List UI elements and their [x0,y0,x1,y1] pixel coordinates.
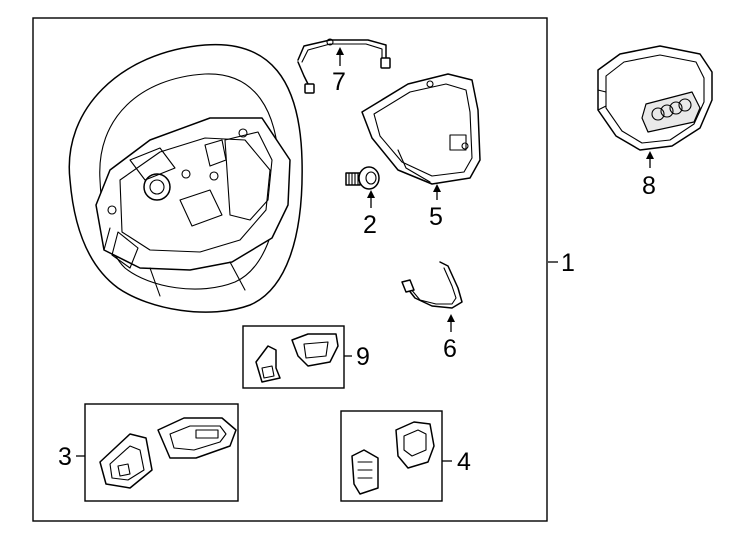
part-9-box [242,325,345,389]
part-2-bolt [345,166,380,190]
part-3-switch-parts [99,417,237,489]
leader-lines [76,47,654,462]
callout-5: 5 [429,203,443,231]
part-8-airbag-module [597,45,713,151]
callout-4: 4 [457,448,471,476]
callout-2: 2 [363,211,377,239]
callout-3: 3 [58,443,72,471]
callout-6: 6 [443,335,457,363]
part-7-wire-harness [297,38,391,94]
part-9-switch-parts [255,333,339,383]
callout-9: 9 [356,343,370,371]
steering-wheel-illustration [68,43,303,313]
callout-7: 7 [332,68,346,96]
part-4-box [340,410,443,502]
assembly-frame [32,17,548,522]
part-4-switch-parts [351,421,435,495]
part-6-bracket [401,261,463,309]
callout-1: 1 [561,249,575,277]
part-3-box [84,403,239,502]
part-5-cover-frame [361,73,481,185]
callout-8: 8 [642,172,656,200]
